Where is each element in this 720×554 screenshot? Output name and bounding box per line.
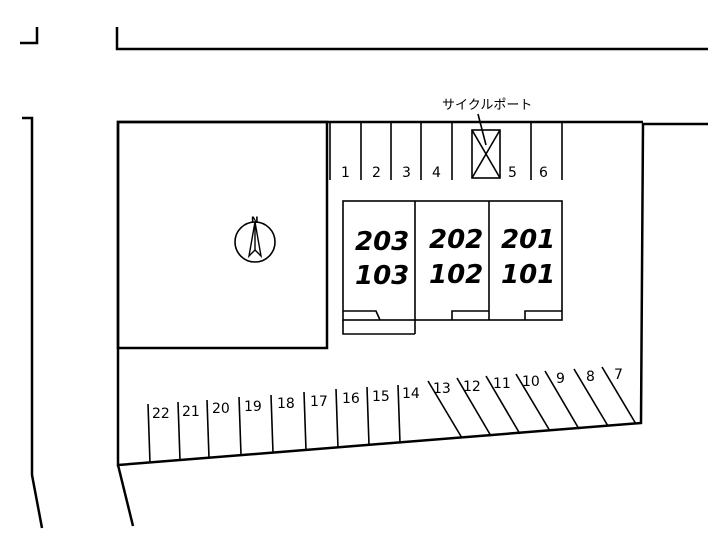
space-label-16: 16 [342, 391, 360, 407]
space-label-8: 8 [586, 369, 595, 385]
space-label-12: 12 [463, 379, 481, 395]
corner-mark [20, 27, 39, 45]
space-label-3: 3 [402, 165, 411, 181]
cycle-port [471, 113, 501, 179]
cycle-port-label: サイクルポート [442, 98, 532, 113]
space-label-15: 15 [372, 389, 390, 405]
top-parking-dividers [329, 122, 563, 180]
unit-label-202: 202 [429, 225, 483, 255]
space-label-19: 19 [244, 399, 262, 415]
unit-label-102: 102 [429, 260, 483, 290]
space-label-14: 14 [402, 386, 420, 402]
unit-label-203: 203 [355, 227, 409, 257]
compass-label: N [251, 216, 259, 226]
space-label-18: 18 [277, 396, 295, 412]
space-label-9: 9 [556, 371, 565, 387]
space-label-17: 17 [310, 394, 328, 410]
space-label-13: 13 [433, 381, 451, 397]
unit-label-101: 101 [501, 260, 555, 290]
bottom-parking-dividers [147, 366, 637, 464]
top-road-boundary [115, 27, 708, 51]
space-label-20: 20 [212, 401, 230, 417]
building-block [116, 120, 329, 350]
unit-label-103: 103 [355, 261, 409, 291]
site-entrance-edge [116, 464, 135, 527]
space-label-6: 6 [539, 165, 548, 181]
space-label-2: 2 [372, 165, 381, 181]
space-label-1: 1 [341, 165, 350, 181]
space-label-22: 22 [152, 406, 170, 422]
apartment-building [342, 200, 563, 335]
space-label-11: 11 [493, 376, 511, 392]
space-label-10: 10 [522, 374, 540, 390]
space-label-7: 7 [614, 367, 623, 383]
unit-label-201: 201 [501, 225, 555, 255]
left-road-boundary [22, 116, 44, 529]
compass-north-icon: N [234, 216, 276, 263]
space-label-5: 5 [508, 165, 517, 181]
space-label-21: 21 [182, 404, 200, 420]
site-boundary [116, 120, 708, 467]
space-label-4: 4 [432, 165, 441, 181]
